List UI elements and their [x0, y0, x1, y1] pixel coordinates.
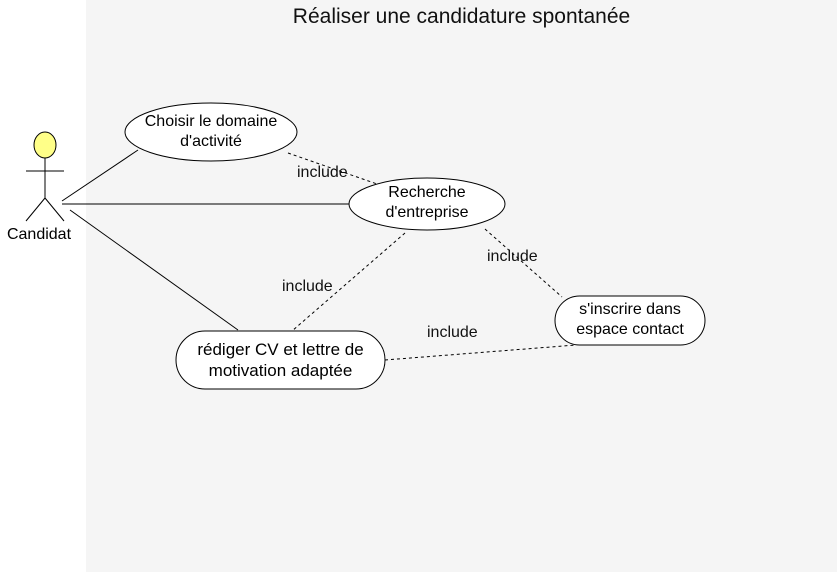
use-case-inscrire-line-1: s'inscrire dans: [579, 301, 681, 318]
use-case-domaine-line-2: d'activité: [180, 133, 242, 150]
include-line-recherche-cv: [291, 232, 406, 332]
use-case-inscrire-shape[interactable]: [554, 295, 706, 346]
actor-label: Candidat: [6, 226, 72, 243]
include-line-recherche-domaine: [287, 152, 381, 186]
use-case-domaine-label: Choisir le domaine d'activité: [125, 110, 297, 154]
actor-right-leg: [44, 197, 65, 222]
association-actor-cv: [69, 209, 239, 331]
use-case-domaine-shape[interactable]: [124, 102, 298, 162]
include-line-cv-inscrire: [384, 344, 577, 361]
association-actor-domaine: [61, 149, 139, 202]
use-case-inscrire-line-2: espace contact: [576, 321, 684, 338]
include-line-recherche-inscrire: [484, 228, 563, 298]
actor-left-leg: [25, 197, 46, 222]
use-case-cv-label: rédiger CV et lettre de motivation adapt…: [176, 337, 385, 383]
use-case-recherche-label: Recherche d'entreprise: [349, 181, 505, 225]
use-case-cv-line-1: rédiger CV et lettre de: [197, 340, 364, 359]
use-case-cv-shape[interactable]: [175, 330, 386, 390]
system-title: Réaliser une candidature spontanée: [292, 5, 631, 28]
actor-head: [33, 131, 57, 159]
use-case-domaine-line-1: Choisir le domaine: [144, 113, 278, 130]
use-case-recherche-line-2: d'entreprise: [385, 204, 469, 221]
include-label-recherche-inscrire: include: [487, 248, 538, 265]
use-case-cv-line-2: motivation adaptée: [208, 361, 353, 380]
include-label-recherche-domaine: include: [297, 164, 348, 181]
include-label-recherche-cv: include: [282, 278, 333, 295]
system-boundary: [86, 0, 837, 572]
use-case-recherche-line-1: Recherche: [388, 184, 466, 201]
use-case-inscrire-label: s'inscrire dans espace contact: [555, 297, 705, 343]
actor-figure[interactable]: [25, 131, 65, 222]
include-label-cv-inscrire: include: [427, 324, 478, 341]
use-case-recherche-shape[interactable]: [348, 177, 506, 231]
